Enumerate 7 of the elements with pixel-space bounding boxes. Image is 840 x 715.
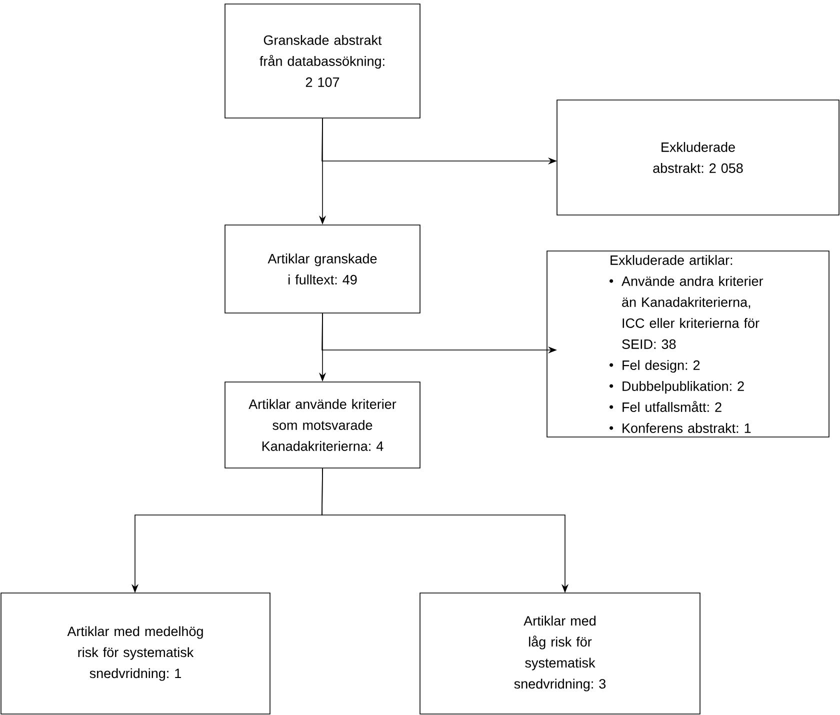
process-box: Artiklar använde kriterier som motsvarade Kanadakriterierna: 4 <box>224 382 420 468</box>
process-box: Exkluderade artiklar: Använde andra kriterier än Kanadakriterierna, ICC eller kriterierna för SEID: 38 Fel design: 2 Dubbelpublikation: 2 Fel utfallsmått: 2 Konferens abstrakt: 1 <box>546 250 830 438</box>
process-box: Exkluderade abstrakt: 2 058 <box>556 100 840 216</box>
process-box: Granskade abstrakt från databassökning: 2 107 <box>224 4 420 118</box>
process-box: Artiklar med medelhög risk för systematisk snedvridning: 1 <box>0 592 270 714</box>
process-box: Artiklar granskade i fulltext: 49 <box>224 224 420 314</box>
process-box: Artiklar med låg risk för systematisk snedvridning: 3 <box>420 592 700 714</box>
